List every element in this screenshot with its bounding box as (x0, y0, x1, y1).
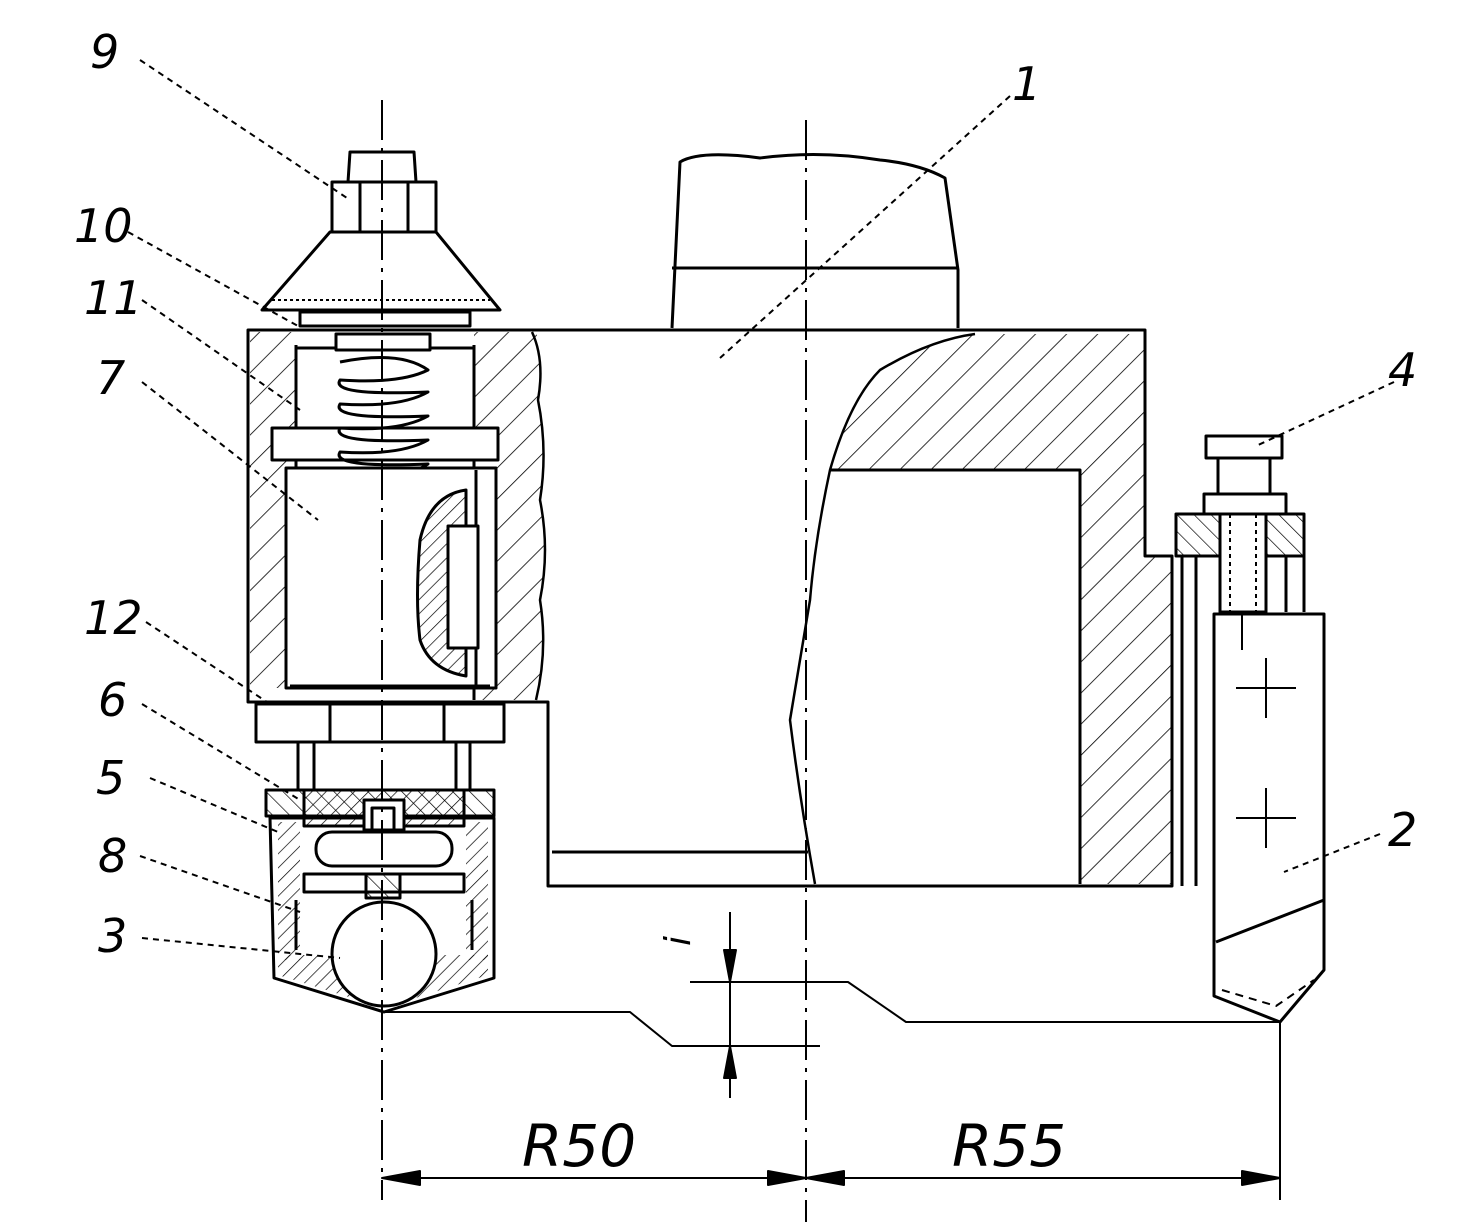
label-part-7: 7 (96, 351, 125, 405)
label-part-4: 4 (1388, 343, 1417, 397)
left-housing (250, 332, 545, 790)
label-part-3: 3 (98, 909, 127, 963)
label-part-6: 6 (98, 673, 127, 727)
ball-holder (264, 788, 496, 1014)
center-lines (381, 100, 1243, 1222)
label-part-12: 12 (84, 591, 143, 645)
cutter-assembly (1174, 434, 1326, 1024)
label-part-2: 2 (1388, 803, 1417, 857)
label-part-10: 10 (74, 199, 133, 253)
label-part-5: 5 (96, 751, 125, 805)
label-part-11: 11 (84, 271, 143, 325)
label-part-8: 8 (98, 829, 127, 883)
dimension-r55-label: R55 (952, 1112, 1066, 1180)
label-part-1: 1 (1012, 57, 1041, 111)
dimension-lines (381, 912, 1281, 1200)
main-body (246, 152, 1174, 888)
dimension-depth-label: i (658, 936, 699, 946)
leader-lines (127, 59, 1395, 959)
dimension-r50-label: R50 (522, 1112, 636, 1180)
label-part-9: 9 (90, 25, 119, 79)
